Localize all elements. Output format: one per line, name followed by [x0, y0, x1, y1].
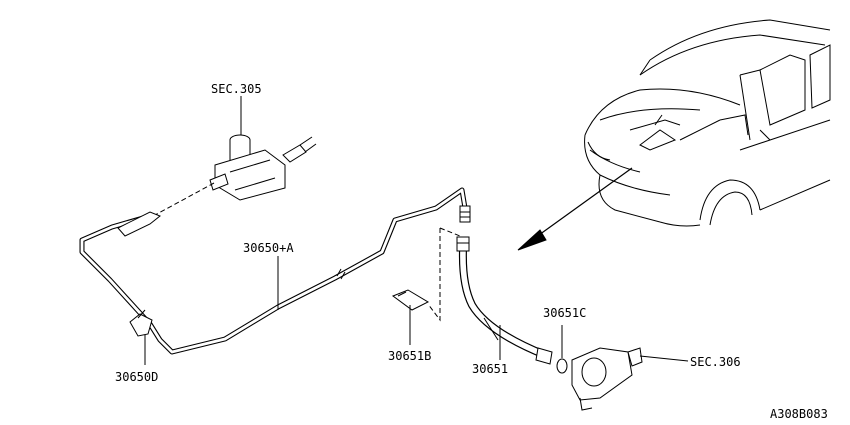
van-illustration: [584, 19, 831, 227]
clutch-operating-cylinder: [571, 347, 689, 411]
label-sec305: SEC.305: [211, 82, 262, 96]
pipe-clip-30650d: [129, 309, 153, 365]
bracket-30651b: [391, 289, 430, 345]
label-30651: 30651: [472, 362, 508, 376]
drawing-code: A308B083: [770, 407, 828, 421]
label-sec306: SEC.306: [690, 355, 741, 369]
label-30650a: 30650+A: [243, 241, 294, 255]
label-30651c: 30651C: [543, 306, 586, 320]
connection-dash-master: [154, 182, 215, 216]
washer-30651c: [556, 325, 568, 374]
clutch-master-cylinder: [209, 96, 317, 201]
connection-dash-bracket: [427, 228, 441, 322]
direction-arrow: [517, 167, 633, 251]
clutch-pipe: [79, 187, 471, 355]
label-30651b: 30651B: [388, 349, 431, 363]
label-30650d: 30650D: [115, 370, 158, 384]
clutch-hose: [456, 236, 553, 365]
connection-dash-bracket-top: [439, 227, 461, 237]
